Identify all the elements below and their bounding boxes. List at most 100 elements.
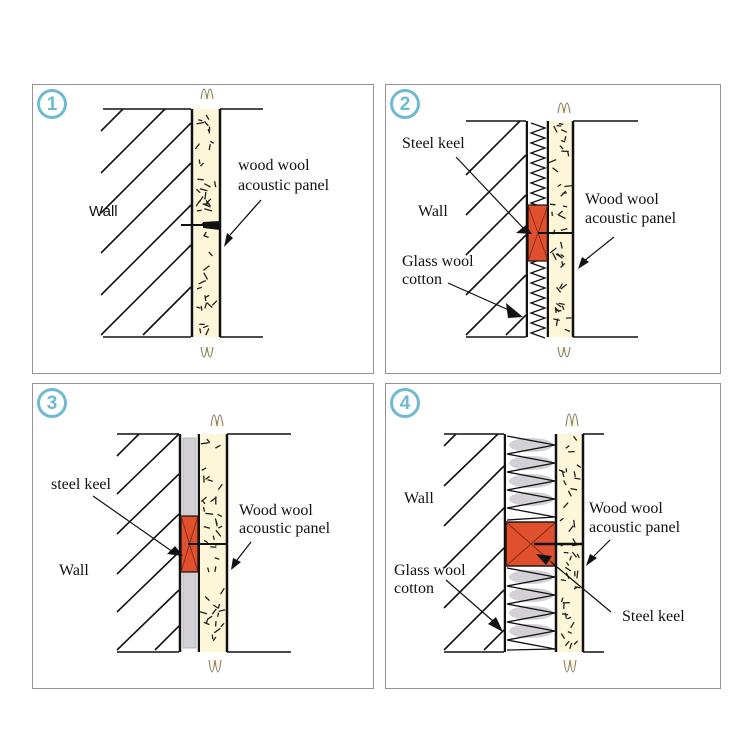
wood-fleck (205, 512, 214, 515)
glass-wool-batt (509, 438, 553, 452)
label-wall: Wall (404, 490, 434, 507)
diagram-1 (100, 88, 263, 358)
diagram-3 (92, 414, 291, 673)
step-badge-4: 4 (390, 388, 420, 418)
wood-fleck (561, 139, 566, 143)
wood-fleck (576, 570, 579, 579)
label-steel-keel: Steel keel (402, 135, 465, 152)
wood-fleck (213, 181, 217, 188)
wood-fleck (548, 159, 557, 164)
panel-4: 4 Wall Wood (385, 383, 721, 689)
wood-fleck (206, 302, 213, 308)
wood-fleck (553, 318, 560, 322)
label-panel-line2: acoustic panel (239, 520, 331, 537)
wood-fleck (202, 506, 206, 512)
wood-fleck (569, 555, 573, 561)
wood-fleck (196, 306, 201, 309)
wood-fleck (217, 603, 221, 609)
wood-fleck (574, 477, 581, 480)
glass-wool-batts (506, 435, 556, 651)
wood-fleck (209, 140, 215, 144)
wood-fleck (564, 640, 570, 647)
label-panel-line2: acoustic panel (238, 177, 330, 194)
wood-fleck (196, 121, 205, 125)
panel-texture (548, 123, 573, 333)
wood-fleck (200, 442, 209, 445)
wood-fleck (214, 566, 217, 573)
wood-fleck (551, 211, 554, 216)
glass-wool-batt (509, 492, 553, 506)
wood-fleck (560, 597, 564, 603)
label-wall: Wall (418, 203, 448, 220)
wood-fleck (195, 188, 201, 194)
panel-1: 1 Wall wood wool acoustic panel (32, 84, 374, 374)
wood-fleck (564, 328, 571, 333)
label-glass-line2: cotton (394, 580, 434, 597)
wood-fleck (199, 611, 208, 615)
glass-wool-batt (509, 606, 553, 620)
wood-fleck (567, 616, 572, 620)
wood-fleck (212, 636, 217, 642)
wood-fleck (211, 634, 214, 640)
wood-fleck (564, 136, 567, 141)
wood-fleck (570, 621, 575, 629)
wood-fleck (561, 469, 565, 478)
wood-fleck (205, 114, 210, 121)
wood-fleck (205, 198, 212, 204)
wood-fleck (555, 253, 563, 259)
wood-fleck (198, 119, 203, 122)
wood-fleck (204, 120, 209, 127)
wood-fleck (194, 143, 201, 150)
wood-fleck (558, 214, 566, 220)
wood-fleck (563, 502, 569, 509)
label-steel-keel: steel keel (51, 476, 111, 493)
label-panel-line1: Wood wool (589, 500, 663, 517)
wood-fleck (201, 499, 206, 505)
wood-fleck (199, 328, 202, 334)
wood-fleck (553, 125, 558, 133)
step-badge-2: 2 (390, 89, 420, 119)
wood-fleck (552, 167, 559, 173)
panel-3: 3 steel keel Wall Wood wo (32, 383, 374, 689)
wood-fleck (569, 642, 573, 649)
wood-fleck (206, 567, 210, 573)
wood-fleck (559, 517, 564, 522)
wood-fleck (560, 190, 567, 197)
wood-fleck (572, 435, 578, 441)
wood-fleck (562, 205, 568, 208)
wood-fleck (219, 587, 225, 595)
wood-fleck (204, 208, 213, 212)
label-panel-line1: Wood wool (585, 191, 659, 208)
wood-fleck (211, 300, 218, 306)
wood-fleck (203, 234, 209, 239)
wood-fleck (558, 123, 564, 126)
wood-fleck (564, 566, 572, 572)
wood-fleck (197, 178, 204, 181)
glass-wool-batt (509, 456, 553, 470)
wood-fleck (208, 251, 213, 257)
wood-fleck (573, 519, 576, 528)
label-panel-line1: wood wool (238, 157, 310, 174)
wood-fleck (573, 586, 579, 590)
wood-fleck (218, 525, 223, 529)
wood-fleck (204, 191, 207, 200)
wood-fleck (216, 612, 220, 617)
wood-wool-panel (549, 121, 572, 337)
wood-fleck (196, 286, 203, 290)
label-wall: Wall (89, 203, 118, 220)
wood-fleck (198, 279, 206, 285)
wood-fleck (196, 209, 202, 212)
wood-fleck (549, 247, 557, 254)
wood-fleck (559, 283, 564, 289)
wood-fleck (218, 609, 226, 613)
wood-fleck (563, 480, 567, 486)
wood-fleck (576, 464, 582, 468)
wood-fleck (559, 145, 564, 150)
wood-fleck (214, 557, 220, 560)
wall-hatch (465, 120, 527, 338)
wood-fleck (560, 633, 566, 640)
wood-fleck (204, 294, 210, 299)
wood-fleck (208, 143, 211, 151)
panel-texture (558, 435, 582, 649)
wood-fleck (576, 553, 580, 559)
